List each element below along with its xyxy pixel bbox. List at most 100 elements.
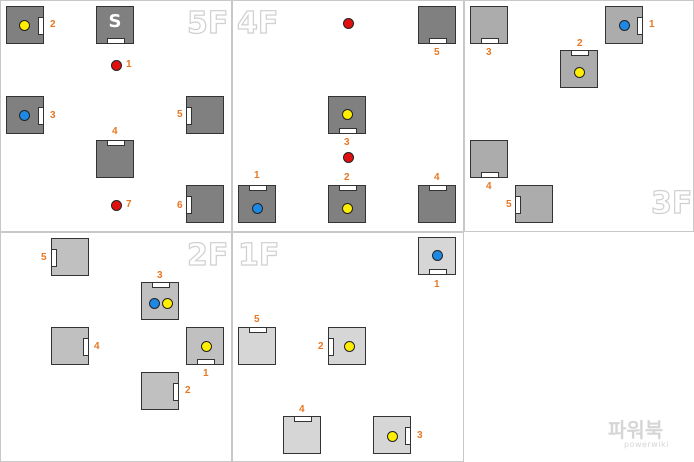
room-tile[interactable]: [328, 185, 366, 223]
tile-number: 1: [203, 368, 209, 379]
start-marker: S: [108, 11, 122, 32]
tile-number: 4: [434, 172, 440, 183]
door: [481, 172, 499, 178]
red-marker: [111, 60, 122, 71]
door: [405, 427, 411, 445]
door: [51, 249, 57, 267]
floor-panel-5f: 5F 2 S 3 4 5 6 1 7: [0, 0, 232, 232]
tile-number: 5: [254, 314, 260, 325]
door: [429, 185, 447, 191]
room-tile[interactable]: [373, 416, 411, 454]
tile-number: 2: [344, 172, 350, 183]
door: [107, 140, 125, 146]
yellow-ball: [342, 203, 353, 214]
floor-label: 2F: [186, 238, 229, 273]
door: [481, 38, 499, 44]
door: [429, 269, 447, 275]
tile-number: 4: [299, 404, 305, 415]
tile-number: 2: [577, 38, 583, 49]
door: [249, 185, 267, 191]
tile-number: 4: [94, 341, 100, 352]
yellow-ball: [342, 109, 353, 120]
door: [186, 196, 192, 214]
room-tile[interactable]: [470, 6, 508, 44]
tile-number: 1: [254, 170, 260, 181]
room-tile[interactable]: [51, 327, 89, 365]
tile-number: 2: [185, 385, 191, 396]
yellow-ball: [574, 67, 585, 78]
room-tile[interactable]: [470, 140, 508, 178]
door: [328, 338, 334, 356]
door: [173, 383, 179, 401]
blue-ball: [432, 250, 443, 261]
room-tile[interactable]: [6, 6, 44, 44]
room-tile[interactable]: [418, 237, 456, 275]
room-tile[interactable]: [515, 185, 553, 223]
door: [571, 50, 589, 56]
blue-ball: [149, 298, 160, 309]
yellow-ball: [201, 341, 212, 352]
red-marker: [111, 200, 122, 211]
door: [249, 327, 267, 333]
tile-number: 3: [417, 430, 423, 441]
door: [197, 359, 215, 365]
tile-number: 5: [177, 109, 183, 120]
yellow-ball: [344, 341, 355, 352]
room-tile[interactable]: [186, 327, 224, 365]
marker-number: 1: [126, 59, 132, 70]
door: [107, 38, 125, 44]
yellow-ball: [19, 20, 30, 31]
room-tile[interactable]: [605, 6, 643, 44]
room-tile[interactable]: [6, 96, 44, 134]
room-tile[interactable]: [51, 238, 89, 276]
room-tile[interactable]: [186, 96, 224, 134]
room-tile[interactable]: [328, 327, 366, 365]
room-tile[interactable]: [141, 372, 179, 410]
tile-number: 2: [318, 341, 324, 352]
marker-number: 7: [126, 199, 132, 210]
room-tile[interactable]: [186, 185, 224, 223]
floor-label: 4F: [236, 6, 279, 41]
door: [38, 17, 44, 35]
tile-number: 3: [486, 47, 492, 58]
watermark-logo: 파워북 powerwiki: [608, 420, 669, 449]
room-tile[interactable]: [418, 185, 456, 223]
door: [339, 128, 357, 134]
tile-number: 3: [344, 137, 350, 148]
room-tile[interactable]: [238, 327, 276, 365]
floor-panel-1f: 1F 1 5 2 4 3: [232, 232, 464, 462]
tile-number: 3: [157, 270, 163, 281]
room-tile[interactable]: [418, 6, 456, 44]
room-tile[interactable]: [283, 416, 321, 454]
blue-ball: [19, 110, 30, 121]
door: [83, 338, 89, 356]
tile-number: 1: [434, 279, 440, 290]
tile-number: 3: [50, 110, 56, 121]
floor-label: 3F: [650, 186, 693, 221]
blue-ball: [619, 20, 630, 31]
tile-number: 1: [649, 19, 655, 30]
floor-label: 5F: [186, 6, 229, 41]
tile-number: 5: [434, 47, 440, 58]
floor-label: 1F: [237, 238, 280, 273]
tile-number: 5: [41, 252, 47, 263]
room-tile[interactable]: [560, 50, 598, 88]
room-tile[interactable]: [141, 282, 179, 320]
door: [186, 107, 192, 125]
room-tile[interactable]: [238, 185, 276, 223]
door: [339, 185, 357, 191]
floor-panel-4f: 4F 5 3 1 2 4: [232, 0, 464, 232]
yellow-ball: [387, 431, 398, 442]
start-tile[interactable]: S: [96, 6, 134, 44]
door: [637, 17, 643, 35]
room-tile[interactable]: [96, 140, 134, 178]
blue-ball: [252, 203, 263, 214]
room-tile[interactable]: [328, 96, 366, 134]
watermark-main: 파워북: [608, 418, 664, 442]
tile-number: 6: [177, 200, 183, 211]
watermark-sub: powerwiki: [624, 440, 669, 449]
tile-number: 4: [486, 181, 492, 192]
floor-panel-3f: 3F 3 1 2 4 5: [464, 0, 694, 232]
yellow-ball: [162, 298, 173, 309]
door: [152, 282, 170, 288]
